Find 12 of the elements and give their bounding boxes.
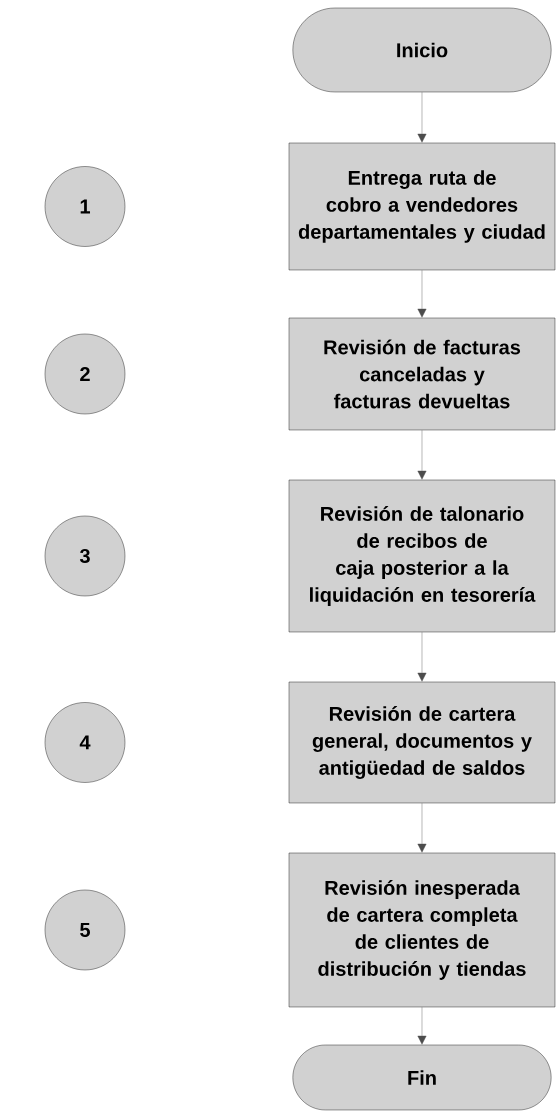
arrow: [417, 92, 427, 143]
terminal-oval: Fin: [292, 1044, 552, 1111]
process-box: Entrega ruta de cobro a vendedores departamentales y ciudad: [288, 142, 556, 271]
process-box: Revisión de facturas canceladas y facturas devueltas: [288, 317, 556, 431]
process-box: Revisión de talonario de recibos de caja posterior a la liquidación en tesorería: [288, 479, 556, 633]
arrow: [417, 270, 427, 318]
arrow: [417, 430, 427, 480]
arrow: [417, 632, 427, 682]
process-box: Revisión de cartera general, documentos y antigüedad de saldos: [288, 681, 556, 804]
arrow: [417, 1007, 427, 1045]
arrow: [417, 803, 427, 853]
process-box: Revisión inesperada de cartera completa de clientes de distribución y tiendas: [288, 852, 556, 1008]
